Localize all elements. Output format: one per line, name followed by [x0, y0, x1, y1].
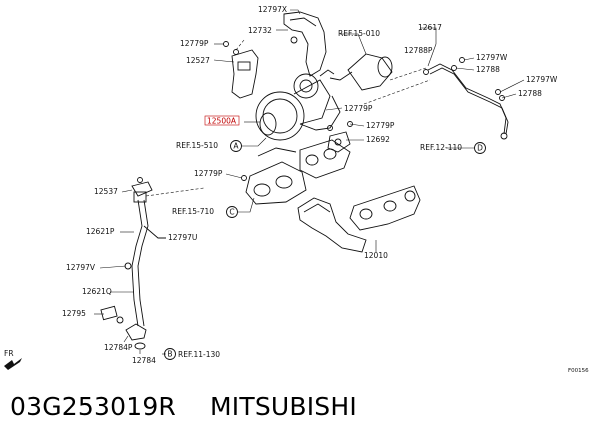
- callout-12797w-b: 12797W: [526, 75, 558, 84]
- callout-12537: 12537: [94, 187, 118, 196]
- gasket-12692: [327, 121, 353, 153]
- exhaust-manifold: [241, 147, 307, 205]
- callout-12784p: 12784P: [104, 343, 133, 352]
- bracket-12537: [131, 177, 153, 197]
- callout-ref-15-010: REF.15-010: [338, 29, 380, 38]
- ref-circle-a: A: [230, 140, 242, 152]
- callout-ref-15-710: REF.15-710: [172, 207, 214, 216]
- fr-arrow-icon: [4, 358, 22, 370]
- oil-return-pipe: [124, 191, 166, 350]
- image-caption: 03G253019R MITSUBISHI: [10, 392, 357, 421]
- callout-ref-12-110: REF.12-110: [420, 143, 462, 152]
- ref-circle-b: B: [164, 348, 176, 360]
- callout-ref-15-510: REF.15-510: [176, 141, 218, 150]
- callout-12788p: 12788P: [404, 46, 433, 55]
- callout-12732: 12732: [248, 26, 272, 35]
- callout-12797w-a: 12797W: [476, 53, 508, 62]
- callout-12788-a: 12788: [476, 65, 500, 74]
- callout-12788-b: 12788: [518, 89, 542, 98]
- callout-12621q: 12621Q: [82, 287, 112, 296]
- highlight-box-12500a: [204, 115, 240, 126]
- turbocharger: [255, 69, 341, 141]
- callout-12617: 12617: [418, 23, 442, 32]
- ref-circle-d: D: [474, 142, 486, 154]
- bracket-12527: [223, 41, 259, 99]
- front-arrow-indicator: FR: [4, 349, 22, 370]
- caption-part-number: 03G253019R: [10, 392, 176, 421]
- callout-12527: 12527: [186, 56, 210, 65]
- oil-feed-pipe: [423, 57, 509, 140]
- figure-code: F00156: [568, 368, 589, 374]
- callout-12500a: 12500A: [207, 117, 237, 126]
- ref-circle-c: C: [226, 206, 238, 218]
- callout-12692: 12692: [366, 135, 390, 144]
- leader-lines: [94, 9, 525, 355]
- callout-12784: 12784: [132, 356, 156, 365]
- ref-letter-a: A: [233, 142, 239, 151]
- exhaust-ports: [349, 185, 421, 231]
- fitting-12795: [100, 305, 124, 324]
- callout-12779p-c: 12779P: [366, 121, 395, 130]
- callout-12797x: 12797X: [258, 5, 287, 14]
- callout-12797v: 12797V: [66, 263, 96, 272]
- callout-12621p: 12621P: [86, 227, 115, 236]
- callout-12795: 12795: [62, 309, 86, 318]
- ref-letter-c: C: [229, 208, 234, 217]
- caption-brand: MITSUBISHI: [210, 392, 357, 421]
- callout-ref-11-130: REF.11-130: [178, 350, 220, 359]
- air-pipe: [329, 53, 393, 91]
- ref-letter-b: B: [167, 350, 172, 359]
- heat-shield-upper: [283, 11, 327, 77]
- fr-label: FR: [4, 349, 14, 358]
- callout-12779p-d: 12779P: [194, 169, 223, 178]
- callout-12010: 12010: [364, 251, 388, 260]
- manifold-gasket: [299, 139, 351, 179]
- heat-shield-12010: [297, 197, 367, 253]
- callout-12779p-b: 12779P: [344, 104, 373, 113]
- dashed-guide-lines: [145, 39, 431, 197]
- callout-12797u: 12797U: [168, 233, 197, 242]
- ref-letter-d: D: [477, 144, 483, 153]
- callout-12779p-a: 12779P: [180, 39, 209, 48]
